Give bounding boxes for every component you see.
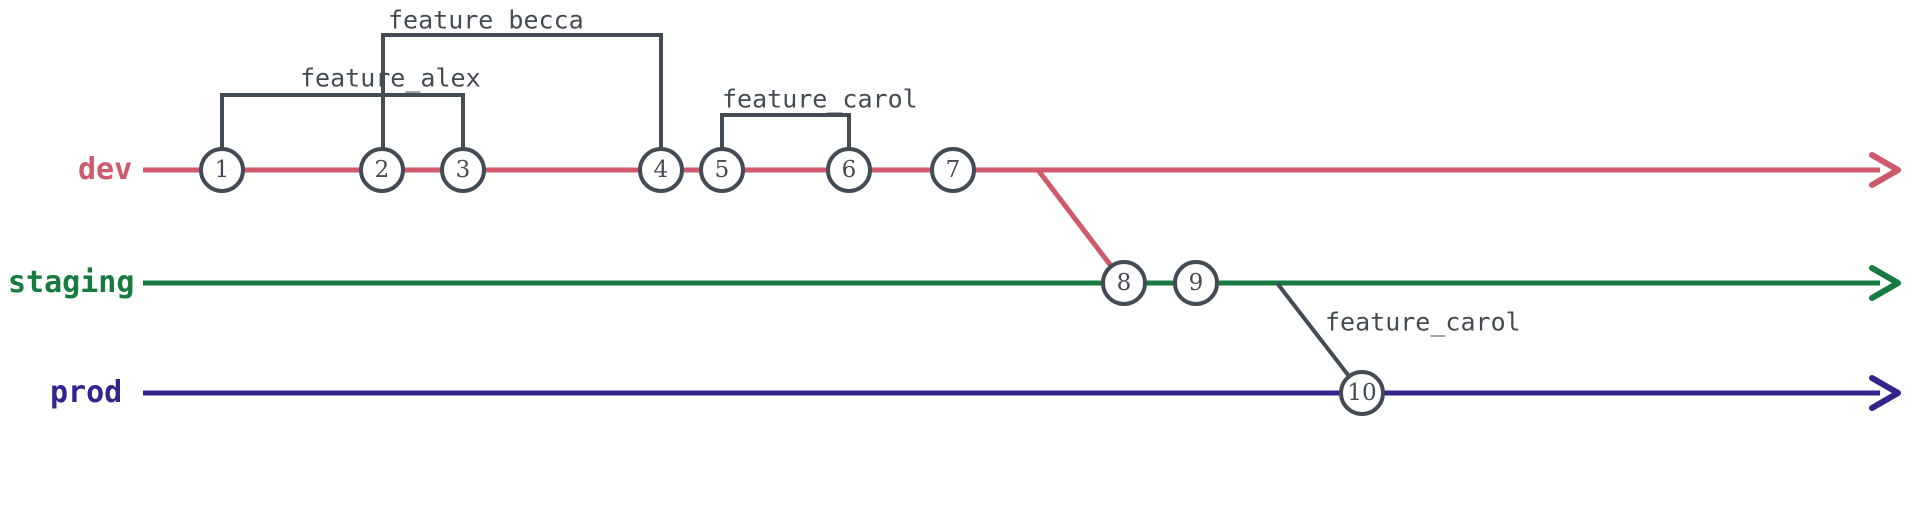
commit-node-5[interactable]: 5 <box>699 147 745 193</box>
commit-node-4[interactable]: 4 <box>638 147 684 193</box>
commit-label-2: 2 <box>375 157 390 183</box>
commit-label-3: 3 <box>456 157 471 183</box>
commit-label-5: 5 <box>715 157 730 183</box>
commit-node-3[interactable]: 3 <box>440 147 486 193</box>
feature-label-feature-carol: feature_carol <box>722 84 918 114</box>
commit-node-2[interactable]: 2 <box>359 147 405 193</box>
commit-label-4: 4 <box>654 157 669 183</box>
feature-bracket-feature_becca <box>381 33 663 170</box>
merge-edge-dev-to-staging-merge <box>1036 168 1126 285</box>
commit-node-1[interactable]: 1 <box>199 147 245 193</box>
feature-label-feature-becca: feature_becca <box>388 5 584 35</box>
branch-label-staging[interactable]: staging <box>8 265 135 300</box>
branch-line-dev[interactable] <box>143 152 1901 188</box>
branch-arrow-staging <box>1869 265 1901 301</box>
commit-label-6: 6 <box>842 157 857 183</box>
branch-lines-group <box>143 152 1901 411</box>
branch-arrow-prod <box>1869 375 1901 411</box>
feature-brackets-group <box>220 33 851 170</box>
commit-nodes-group: 1 2 3 4 5 6 7 8 9 10 <box>199 147 1385 416</box>
feature-label-feature-carol-prod: feature_carol <box>1325 307 1521 337</box>
branch-label-dev[interactable]: dev <box>78 152 133 187</box>
commit-label-8: 8 <box>1117 270 1132 296</box>
commit-label-7: 7 <box>946 157 961 183</box>
commit-label-10: 10 <box>1347 380 1376 406</box>
commit-label-1: 1 <box>215 157 230 183</box>
commit-node-6[interactable]: 6 <box>826 147 872 193</box>
commit-node-8[interactable]: 8 <box>1101 260 1147 306</box>
merge-edge-staging-to-prod-branch <box>1275 281 1364 395</box>
branch-line-prod[interactable] <box>143 375 1901 411</box>
commit-node-10[interactable]: 10 <box>1339 370 1385 416</box>
branch-label-prod[interactable]: prod <box>50 375 123 410</box>
branch-arrow-dev <box>1869 152 1901 188</box>
commit-node-7[interactable]: 7 <box>930 147 976 193</box>
commit-label-9: 9 <box>1189 270 1204 296</box>
feature-label-feature-alex: feature_alex <box>300 63 481 93</box>
feature-bracket-feature_alex <box>220 93 465 170</box>
feature-bracket-feature_carol_dev <box>720 113 851 170</box>
commit-node-9[interactable]: 9 <box>1173 260 1219 306</box>
branch-line-staging[interactable] <box>143 265 1901 301</box>
merge-edges-group <box>1036 168 1364 395</box>
